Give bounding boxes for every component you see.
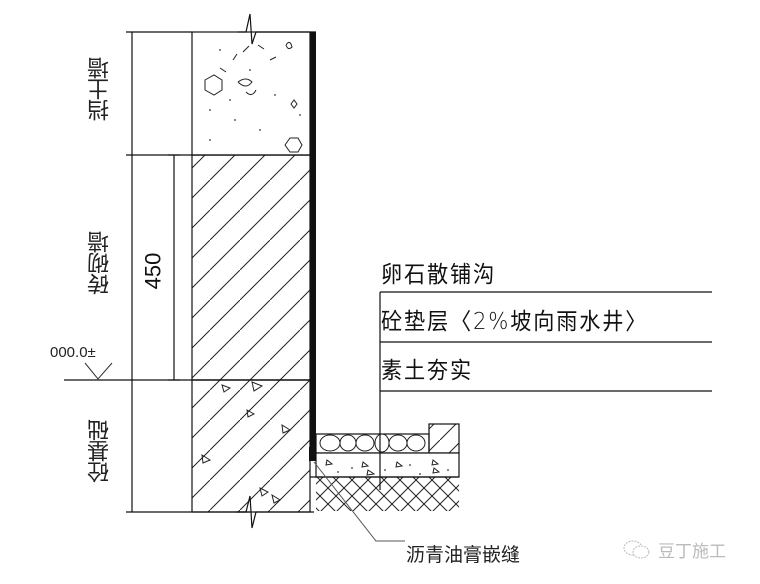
layer-leader-lines <box>379 291 712 490</box>
callout-asphalt-joint: 沥青油膏嵌缝 <box>406 544 521 566</box>
brick-wall-section <box>191 154 311 381</box>
break-marks <box>236 13 316 529</box>
asphalt-sealant-joint <box>309 447 316 461</box>
callout-leader <box>313 461 405 542</box>
dimension-450: 450 <box>140 252 166 290</box>
label-concrete-footing: 砼基础 <box>88 420 113 483</box>
layer-label-pebble-ditch: 卵石散铺沟 <box>381 262 496 288</box>
wechat-icon <box>623 540 650 558</box>
ditch-assembly <box>310 423 460 511</box>
elevation-symbol <box>84 362 113 380</box>
label-brick-wall: 砖砌墙 <box>88 232 113 295</box>
watermark: 豆丁施工 <box>622 537 726 562</box>
layer-label-concrete-cushion: 砼垫层〈2%坡向雨水井〉 <box>381 309 649 335</box>
waterproof-layer <box>310 32 316 458</box>
dimension-lines <box>64 31 314 513</box>
top-concrete-block <box>191 31 311 156</box>
layer-label-rammed-soil: 素土夯实 <box>381 358 473 384</box>
label-retaining-wall: 挡土墙 <box>88 58 113 121</box>
concrete-footing <box>191 379 311 513</box>
watermark-text: 豆丁施工 <box>658 542 726 562</box>
elevation-text: 000.0± <box>50 344 96 361</box>
